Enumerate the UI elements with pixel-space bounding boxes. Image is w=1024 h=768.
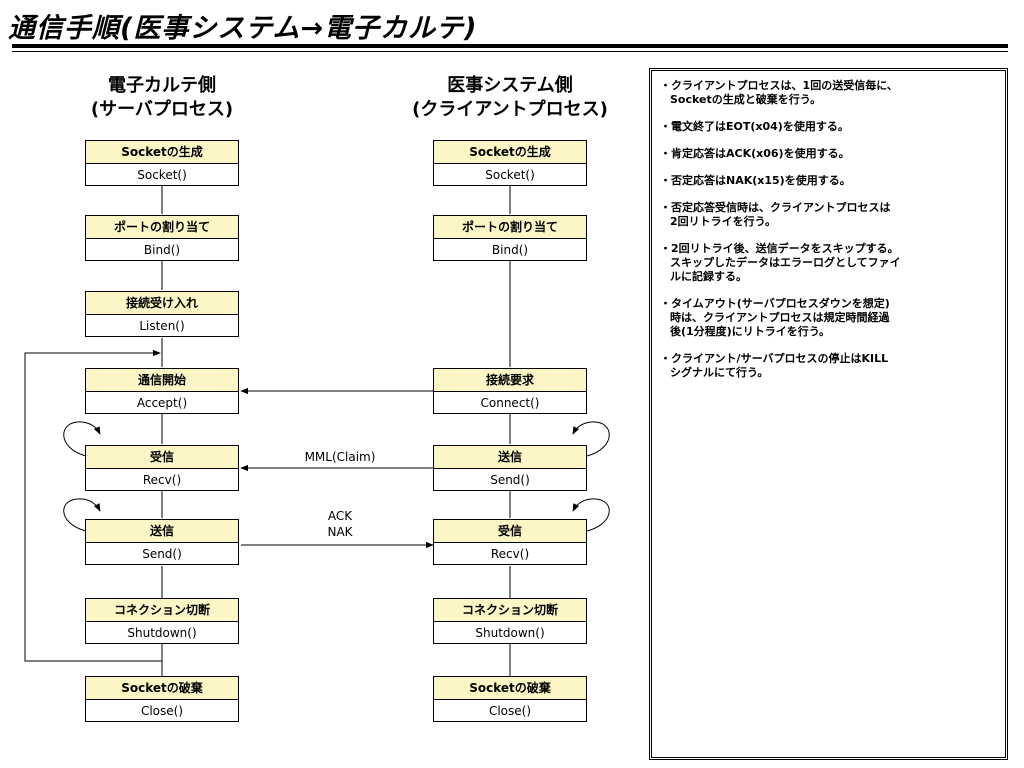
step-label: 接続要求 bbox=[434, 369, 586, 392]
step-label: 接続受け入れ bbox=[86, 292, 238, 315]
server-loop-line bbox=[24, 349, 162, 662]
step-function: Send() bbox=[490, 473, 530, 487]
step-function: Socket() bbox=[485, 168, 535, 182]
step-label: 送信 bbox=[86, 520, 238, 543]
server-heading-line2: (サーバプロセス) bbox=[90, 99, 234, 120]
client-heading-line1: 医事システム側 bbox=[447, 75, 573, 96]
step-label: コネクション切断 bbox=[434, 599, 586, 622]
server-heading: 電子カルテ側 (サーバプロセス) bbox=[42, 74, 282, 122]
note-item: ・否定応答受信時は、クライアントプロセスは 2回リトライを行う。 bbox=[660, 201, 891, 228]
step-label: コネクション切断 bbox=[86, 599, 238, 622]
ack-message-label: ACK bbox=[327, 509, 353, 523]
server-step-shutdown: コネクション切断 Shutdown() bbox=[85, 598, 239, 644]
step-label: 通信開始 bbox=[86, 369, 238, 392]
server-send-self-loop bbox=[63, 498, 101, 532]
notes-panel: ・クライアントプロセスは、1回の送受信毎に、 Socketの生成と破棄を行う。 … bbox=[649, 68, 1008, 760]
client-step-bind: ポートの割り当て Bind() bbox=[433, 215, 587, 261]
step-function: Send() bbox=[142, 547, 182, 561]
claim-message-label: MML(Claim) bbox=[304, 450, 376, 464]
title-rule-thick bbox=[12, 44, 1008, 48]
client-step-recv: 受信 Recv() bbox=[433, 519, 587, 565]
step-label: 受信 bbox=[86, 446, 238, 469]
nak-message-label: NAK bbox=[327, 525, 353, 539]
step-function: Bind() bbox=[491, 243, 529, 257]
note-item: ・タイムアウト(サーバプロセスダウンを想定) 時は、クライアントプロセスは規定時… bbox=[660, 297, 890, 338]
server-step-socket: Socketの生成 Socket() bbox=[85, 140, 239, 186]
note-item: ・電文終了はEOT(x04)を使用する。 bbox=[660, 120, 849, 133]
step-function: Recv() bbox=[490, 547, 530, 561]
client-recv-self-loop bbox=[572, 498, 610, 532]
client-heading-line2: (クライアントプロセス) bbox=[412, 99, 608, 120]
step-function: Connect() bbox=[480, 396, 540, 410]
step-label: Socketの破棄 bbox=[86, 677, 238, 700]
client-step-close: Socketの破棄 Close() bbox=[433, 676, 587, 722]
client-step-send: 送信 Send() bbox=[433, 445, 587, 491]
client-send-self-loop bbox=[572, 421, 610, 457]
step-function: Close() bbox=[488, 704, 532, 718]
server-recv-self-loop bbox=[63, 421, 101, 457]
note-item: ・肯定応答はACK(x06)を使用する。 bbox=[660, 147, 850, 160]
step-label: Socketの破棄 bbox=[434, 677, 586, 700]
step-function: Close() bbox=[140, 704, 184, 718]
note-item: ・クライアントプロセスは、1回の送受信毎に、 Socketの生成と破棄を行う。 bbox=[660, 79, 898, 106]
client-step-shutdown: コネクション切断 Shutdown() bbox=[433, 598, 587, 644]
step-label: ポートの割り当て bbox=[86, 216, 238, 239]
step-function: Accept() bbox=[136, 396, 188, 410]
client-step-connect: 接続要求 Connect() bbox=[433, 368, 587, 414]
client-step-socket: Socketの生成 Socket() bbox=[433, 140, 587, 186]
server-step-bind: ポートの割り当て Bind() bbox=[85, 215, 239, 261]
step-label: ポートの割り当て bbox=[434, 216, 586, 239]
note-item: ・クライアント/サーバプロセスの停止はKILL シグナルにて行う。 bbox=[660, 352, 889, 379]
note-item: ・否定応答はNAK(x15)を使用する。 bbox=[660, 174, 851, 187]
step-function: Socket() bbox=[137, 168, 187, 182]
server-step-send: 送信 Send() bbox=[85, 519, 239, 565]
title-rule-thin bbox=[12, 51, 1008, 52]
client-heading: 医事システム側 (クライアントプロセス) bbox=[390, 74, 630, 122]
server-step-recv: 受信 Recv() bbox=[85, 445, 239, 491]
step-function: Bind() bbox=[143, 243, 181, 257]
note-item: ・2回リトライ後、送信データをスキップする。 スキップしたデータはエラーログとし… bbox=[660, 242, 901, 283]
server-step-accept: 通信開始 Accept() bbox=[85, 368, 239, 414]
step-function: Recv() bbox=[142, 473, 182, 487]
step-function: Listen() bbox=[139, 319, 185, 333]
server-step-close: Socketの破棄 Close() bbox=[85, 676, 239, 722]
server-step-listen: 接続受け入れ Listen() bbox=[85, 291, 239, 337]
step-label: 送信 bbox=[434, 446, 586, 469]
step-label: 受信 bbox=[434, 520, 586, 543]
step-function: Shutdown() bbox=[127, 626, 197, 640]
step-label: Socketの生成 bbox=[434, 141, 586, 164]
step-function: Shutdown() bbox=[475, 626, 545, 640]
server-heading-line1: 電子カルテ側 bbox=[108, 75, 216, 96]
step-label: Socketの生成 bbox=[86, 141, 238, 164]
page-title: 通信手順(医事システム→電子カルテ) bbox=[8, 13, 478, 44]
